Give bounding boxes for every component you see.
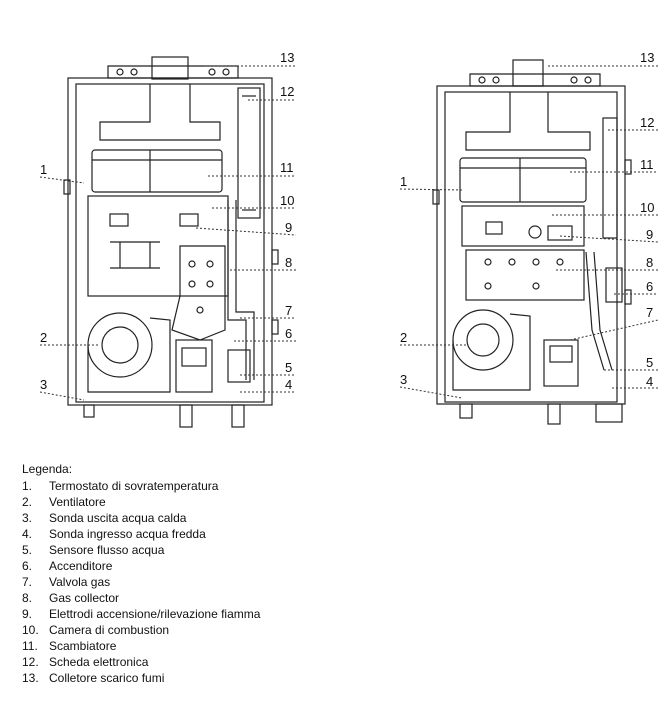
callout-2-left: 2 <box>40 330 47 345</box>
callout-5-right: 5 <box>646 355 653 370</box>
legend-item-label: Scambiatore <box>49 639 117 653</box>
callout-1-right: 1 <box>400 174 407 189</box>
legend-item: 9.Elettrodi accensione/rilevazione fiamm… <box>22 607 261 621</box>
legend-item: 5.Sensore flusso acqua <box>22 543 165 557</box>
legend-item: 3.Sonda uscita acqua calda <box>22 511 187 525</box>
callout-8-right: 8 <box>646 255 653 270</box>
legend-item-label: Ventilatore <box>49 495 106 509</box>
callout-leaders <box>39 65 659 401</box>
callout-7-left: 7 <box>285 303 292 318</box>
legend-item-label: Gas collector <box>49 591 120 605</box>
legend-item-label: Accenditore <box>49 559 113 573</box>
callout-8-left: 8 <box>285 255 292 270</box>
callout-9-right: 9 <box>646 227 653 242</box>
callout-7-right: 7 <box>646 305 653 320</box>
legend-item-label: Colletore scarico fumi <box>49 671 165 685</box>
legend-item-label: Termostato di sovratemperatura <box>49 479 219 493</box>
right-heater-drawing <box>432 59 632 425</box>
callout-3-right: 3 <box>400 372 407 387</box>
callout-12-right: 12 <box>640 115 654 130</box>
legend-item-label: Sonda ingresso acqua fredda <box>49 527 206 541</box>
callout-1-left: 1 <box>40 162 47 177</box>
legend-item: 10.Camera di combustion <box>22 623 170 637</box>
legend-item: 6.Accenditore <box>22 559 113 573</box>
legend-title: Legenda: <box>22 462 73 476</box>
callout-5-left: 5 <box>285 360 292 375</box>
callout-11-left: 11 <box>280 160 294 175</box>
callout-3-left: 3 <box>40 377 47 392</box>
legend-item: 11.Scambiatore <box>22 639 117 653</box>
callout-4-left: 4 <box>285 377 292 392</box>
legend-item-label: Camera di combustion <box>49 623 170 637</box>
legend-item-label: Sensore flusso acqua <box>49 543 165 557</box>
callout-11-right: 11 <box>640 157 654 172</box>
callout-9-left: 9 <box>285 220 292 235</box>
legend: Legenda: 1.Termostato di sovratemperatur… <box>22 461 260 686</box>
legend-item: 4.Sonda ingresso acqua fredda <box>22 527 206 541</box>
right-heater-callouts: 1 2 3 13 12 11 10 9 8 6 7 5 4 <box>400 50 654 389</box>
callout-10-left: 10 <box>280 193 294 208</box>
legend-item-label: Elettrodi accensione/rilevazione fiamma <box>49 607 261 621</box>
legend-item-label: Sonda uscita acqua calda <box>49 511 187 525</box>
callout-2-right: 2 <box>400 330 407 345</box>
callout-6-left: 6 <box>285 326 292 341</box>
callout-6-right: 6 <box>646 279 653 294</box>
legend-item: 1.Termostato di sovratemperatura <box>22 479 219 493</box>
legend-item: 8.Gas collector <box>22 591 120 605</box>
legend-item: 7.Valvola gas <box>22 575 111 589</box>
legend-list: 1.Termostato di sovratemperatura 2.Venti… <box>22 478 260 686</box>
heater-diagram: 1 2 3 13 12 11 10 9 8 7 6 5 4 1 2 3 13 1… <box>39 50 659 428</box>
callout-13-left: 13 <box>280 50 294 65</box>
legend-item: 13.Colletore scarico fumi <box>22 671 165 685</box>
legend-item: 2.Ventilatore <box>22 495 106 509</box>
legend-item-label: Scheda elettronica <box>49 655 149 669</box>
callout-4-right: 4 <box>646 374 653 389</box>
legend-item: 12.Scheda elettronica <box>22 655 149 669</box>
left-heater-drawing <box>63 56 279 428</box>
legend-item-label: Valvola gas <box>49 575 111 589</box>
callout-12-left: 12 <box>280 84 294 99</box>
left-heater-callouts: 1 2 3 13 12 11 10 9 8 7 6 5 4 <box>40 50 294 392</box>
callout-13-right: 13 <box>640 50 654 65</box>
callout-10-right: 10 <box>640 200 654 215</box>
